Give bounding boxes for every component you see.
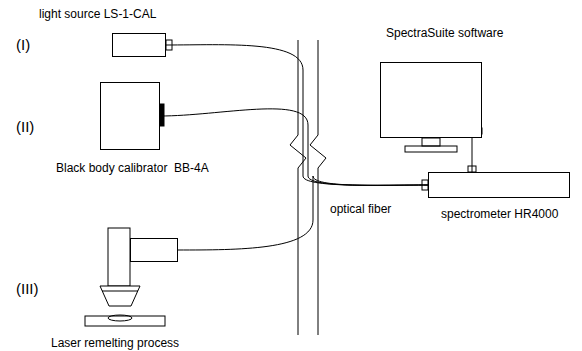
optical-fiber xyxy=(178,176,428,250)
device-box: SpectraSuite software xyxy=(380,62,482,138)
monitor-neck xyxy=(422,138,440,146)
callout-number: (I) xyxy=(16,36,30,53)
fiber-label: optical fiber xyxy=(330,202,391,216)
melt-pool xyxy=(108,315,132,321)
device-box: Black body calibrator BB-4A xyxy=(100,82,160,150)
device-box: Laser remelting process xyxy=(130,238,178,262)
fiber-bundle xyxy=(310,40,326,335)
laser-nozzle-line xyxy=(102,291,138,292)
callout-number: (II) xyxy=(16,118,34,135)
device-label: Laser remelting process xyxy=(51,336,179,350)
monitor-base xyxy=(405,146,457,152)
fiber-bundle xyxy=(290,40,306,335)
laser-nozzle xyxy=(100,286,140,306)
data-cable xyxy=(472,138,473,172)
laser-tube xyxy=(108,228,130,286)
device-box: light source LS-1-CAL xyxy=(112,33,166,57)
device-box: spectrometer HR4000 xyxy=(428,172,570,198)
device-label: SpectraSuite software xyxy=(386,26,503,40)
device-label: light source LS-1-CAL xyxy=(39,7,156,21)
device-label: Black body calibrator BB-4A xyxy=(56,161,209,175)
workpiece xyxy=(85,316,165,326)
device-label: spectrometer HR4000 xyxy=(441,207,558,221)
callout-number: (III) xyxy=(16,280,39,297)
